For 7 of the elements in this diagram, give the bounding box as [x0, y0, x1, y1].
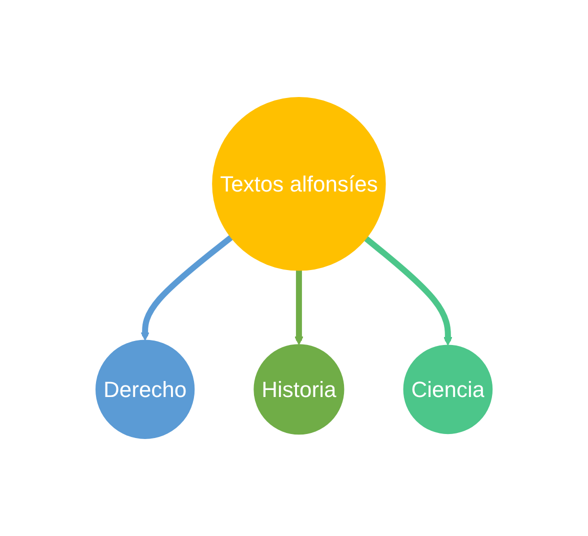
arrow	[140, 235, 233, 341]
arrow	[364, 236, 452, 346]
node-circle: Derecho	[95, 340, 195, 439]
node-circle: Historia	[254, 344, 344, 435]
node-circle: Ciencia	[403, 344, 493, 434]
node-circle: Textos alfonsíes	[212, 97, 386, 271]
arrow	[294, 270, 304, 345]
